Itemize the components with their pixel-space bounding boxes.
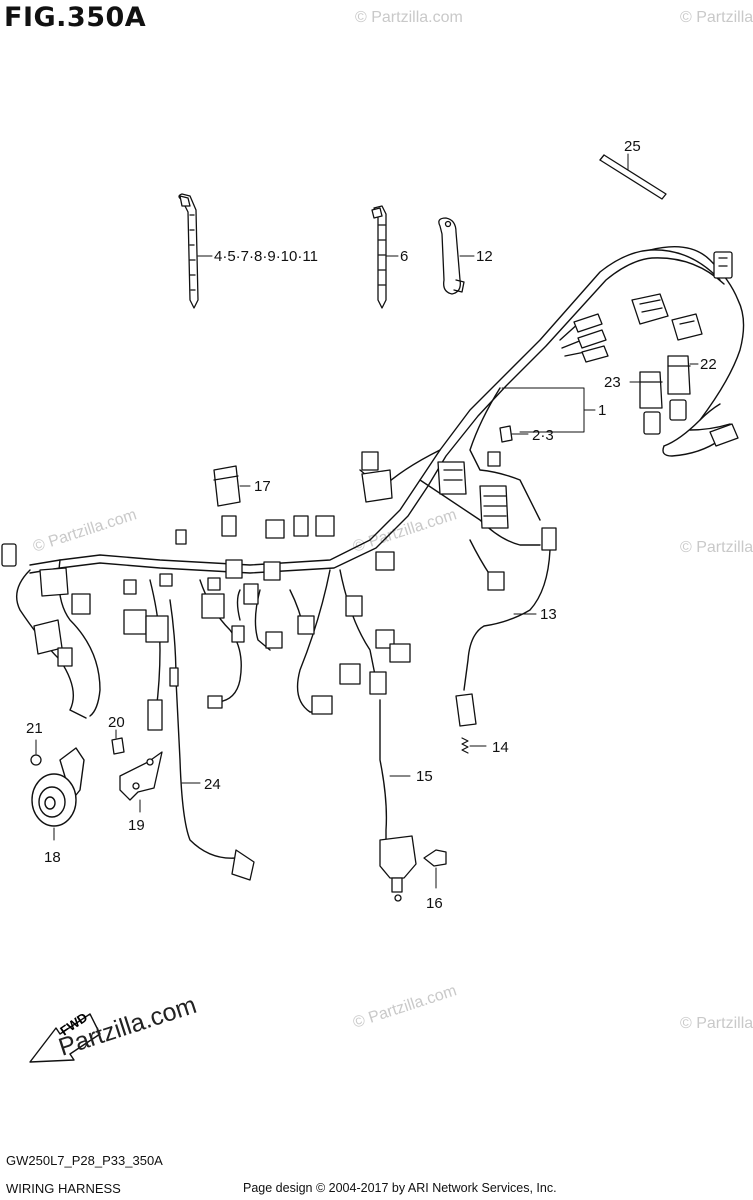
part-4-11-cable-tie[interactable] bbox=[178, 193, 213, 309]
figure-title: FIG.350A bbox=[4, 2, 147, 33]
harness-connector[interactable] bbox=[487, 451, 557, 591]
part-25-tube[interactable] bbox=[599, 153, 667, 200]
copyright-notice: Page design © 2004-2017 by ARI Network S… bbox=[243, 1181, 557, 1195]
watermark-text: © Partzilla.com bbox=[680, 9, 753, 26]
harness-connector[interactable] bbox=[437, 461, 467, 495]
harness-connector[interactable] bbox=[573, 313, 609, 363]
part-23-connector-cover[interactable] bbox=[629, 371, 663, 409]
part-12-clamp[interactable] bbox=[438, 217, 475, 295]
harness-connector[interactable] bbox=[1, 515, 411, 731]
harness-connector[interactable] bbox=[643, 399, 739, 447]
watermark-text: © Partzilla.com bbox=[31, 506, 139, 555]
watermark-text: © Partzilla.com bbox=[680, 539, 753, 556]
harness-connector[interactable] bbox=[631, 293, 669, 325]
callout-19: 19 bbox=[128, 817, 145, 834]
watermark-text: © Partzilla.com bbox=[680, 1015, 753, 1032]
callout-21: 21 bbox=[26, 720, 43, 737]
callout-24: 24 bbox=[204, 776, 221, 793]
part-16-bolt[interactable] bbox=[423, 849, 447, 889]
harness-connector[interactable] bbox=[671, 313, 703, 341]
watermark-text: © Partzilla.com bbox=[351, 506, 459, 555]
callout-13: 13 bbox=[540, 606, 557, 623]
diagram-code: GW250L7_P28_P33_350A bbox=[6, 1153, 163, 1168]
callout-14: 14 bbox=[492, 739, 509, 756]
harness-connector[interactable] bbox=[713, 251, 733, 279]
part-2-3-clamp[interactable] bbox=[499, 425, 529, 443]
forward-arrow-icon bbox=[29, 1013, 101, 1063]
part-13-sensor-lead[interactable] bbox=[455, 613, 537, 727]
callout-18: 18 bbox=[44, 849, 61, 866]
part-22-connector-cover[interactable] bbox=[667, 355, 699, 395]
callout-20: 20 bbox=[108, 714, 125, 731]
callout-17: 17 bbox=[254, 478, 271, 495]
part-14-spring[interactable] bbox=[461, 737, 487, 754]
callout-6: 6 bbox=[400, 248, 408, 265]
part-21-screw[interactable] bbox=[30, 739, 42, 766]
harness-connector[interactable] bbox=[361, 451, 393, 503]
callout-16: 16 bbox=[426, 895, 443, 912]
watermark-text: © Partzilla.com bbox=[351, 982, 459, 1031]
main-wiring-harness[interactable] bbox=[16, 245, 745, 859]
callout-bracket-1 bbox=[501, 387, 596, 433]
part-24-lead-wire[interactable] bbox=[181, 782, 255, 881]
diagram-name: WIRING HARNESS bbox=[6, 1181, 121, 1196]
callout-25: 25 bbox=[624, 138, 641, 155]
part-6-cable-tie[interactable] bbox=[371, 205, 399, 309]
callout-12: 12 bbox=[476, 248, 493, 265]
callout-15: 15 bbox=[416, 768, 433, 785]
callout-labels: 25 4·5·7·8·9·10·11 6 12 22 23 1 2·3 17 1… bbox=[26, 138, 717, 912]
part-15-switch[interactable] bbox=[379, 775, 417, 902]
callout-4-11: 4·5·7·8·9·10·11 bbox=[214, 248, 318, 265]
callout-23: 23 bbox=[604, 374, 621, 391]
harness-connector[interactable] bbox=[479, 485, 509, 529]
part-20-bolt[interactable] bbox=[111, 729, 125, 755]
callout-22: 22 bbox=[700, 356, 717, 373]
part-18-horn[interactable] bbox=[31, 747, 85, 841]
part-19-bracket[interactable] bbox=[119, 751, 163, 813]
watermark-text: © Partzilla.com bbox=[355, 9, 463, 26]
callout-1: 1 bbox=[598, 402, 606, 419]
callout-2-3: 2·3 bbox=[532, 427, 554, 444]
part-17-connector-cover[interactable] bbox=[213, 465, 251, 507]
